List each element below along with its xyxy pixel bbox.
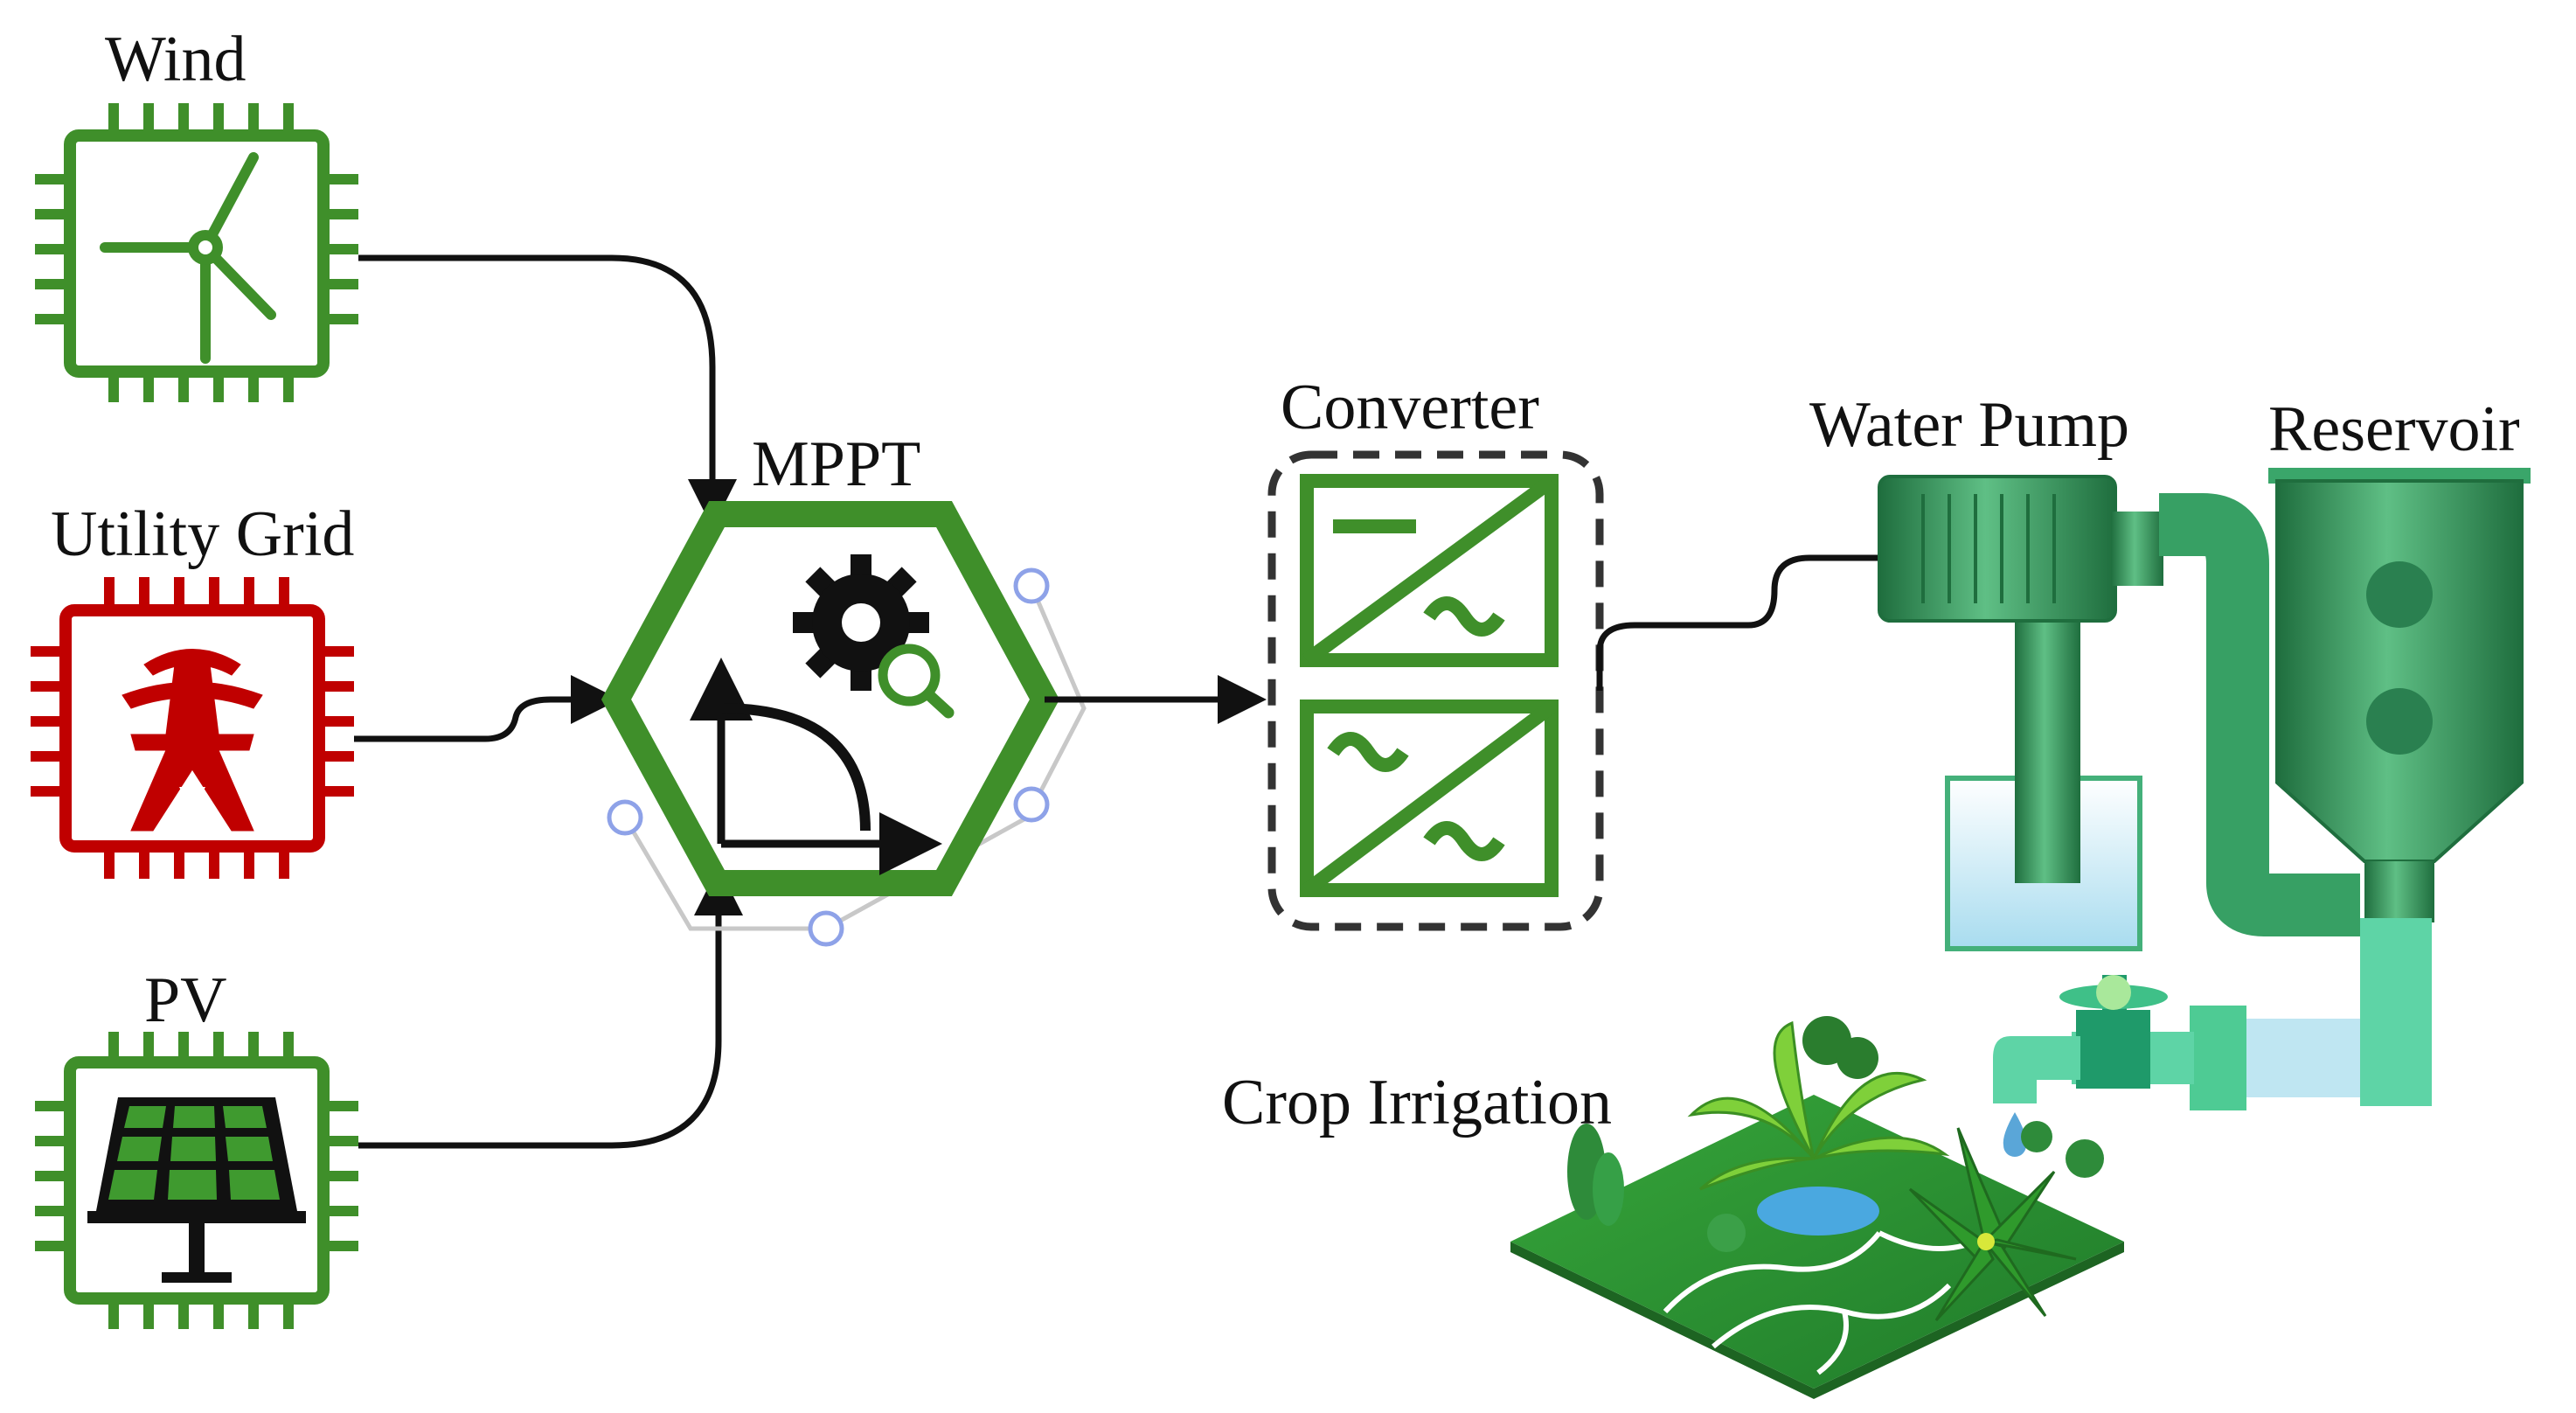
faucet-handle-knob [2096, 975, 2131, 1010]
crop-irrigation-label: Crop Irrigation [1222, 1067, 1612, 1138]
field-ground [1510, 1095, 2124, 1389]
pump-motor-body [1878, 475, 2117, 623]
reservoir-drain-pipe [2360, 918, 2432, 1106]
grid-to-mppt-wire [354, 675, 620, 742]
ac-ac-converter-icon [1300, 700, 1559, 897]
reservoir-port [2366, 688, 2433, 755]
converter-label: Converter [1281, 372, 1539, 443]
water-pump-label: Water Pump [1809, 389, 2129, 461]
faucet [1993, 975, 2360, 1157]
faucet-spout [1993, 1036, 2080, 1103]
solar-panel-icon [87, 1097, 306, 1283]
pv-to-mppt-wire [358, 867, 743, 1149]
transmission-tower-icon [122, 649, 263, 832]
reservoir-outlet-pipe [2364, 861, 2434, 922]
faucet-valve [2076, 1010, 2150, 1089]
wind-source: Wind [35, 24, 358, 402]
pump-suction-pipe [2015, 603, 2080, 883]
dc-ac-converter-icon [1300, 474, 1559, 667]
utility-grid-source: Utility Grid [31, 498, 354, 879]
palm-plant-icon [1687, 1020, 1950, 1191]
pv-label: PV [144, 964, 227, 1036]
wind-to-mppt-wire [358, 254, 737, 528]
mppt-hexagon [601, 501, 1060, 896]
field-pond [1757, 1187, 1879, 1236]
faucet-fitting [2190, 1006, 2246, 1110]
pv-chip-pins [35, 1032, 358, 1329]
crop-field: Crop Irrigation [1222, 1016, 2124, 1399]
reservoir-label: Reservoir [2268, 393, 2520, 465]
reservoir-port [2366, 561, 2433, 628]
agave-plant-icon [1908, 1127, 2077, 1322]
faucet-connector [2238, 1019, 2360, 1097]
converter-block: Converter [1267, 372, 1604, 931]
field-trees [1567, 1016, 2104, 1252]
pump-coupling [2111, 512, 2163, 586]
reservoir-tank [2275, 479, 2524, 863]
pump-motor-fins [1921, 494, 2056, 603]
mppt-resize-handle[interactable] [607, 567, 1050, 947]
power-curve-icon [690, 658, 942, 875]
reservoir-block: Reservoir [2268, 393, 2531, 1106]
field-paths [1663, 1230, 1977, 1375]
mppt-block[interactable]: MPPT [601, 428, 1087, 947]
pv-source: PV [35, 964, 358, 1329]
wind-turbine-icon [100, 152, 276, 364]
utility-grid-chip-pins [31, 577, 354, 879]
wind-chip-pins [35, 103, 358, 402]
wind-label: Wind [105, 24, 246, 95]
converter-to-pump-wire [1596, 554, 1879, 691]
pump-outlet-pipe [2159, 493, 2360, 936]
gear-search-icon [793, 554, 955, 719]
water-drop-icon [2003, 1112, 2027, 1157]
utility-grid-label: Utility Grid [51, 498, 354, 570]
mppt-label: MPPT [752, 428, 920, 500]
water-pump-block: Water Pump [1809, 389, 2360, 951]
